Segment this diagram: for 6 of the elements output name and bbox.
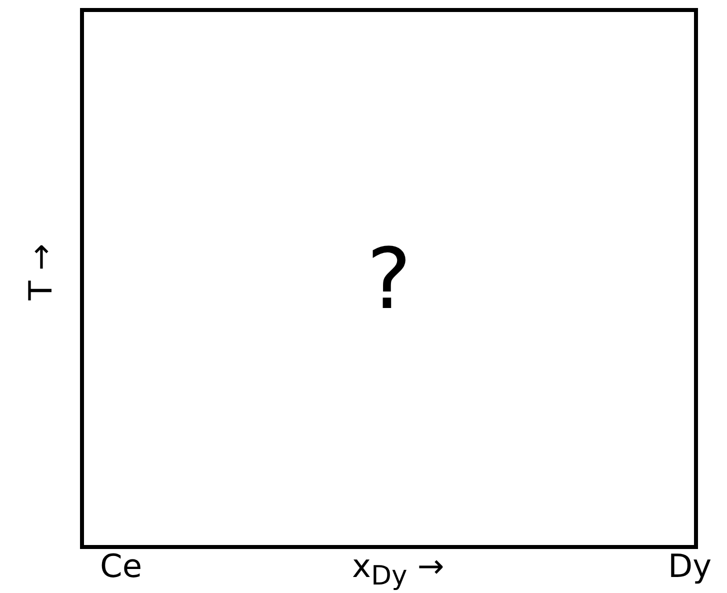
axis-end-label: Dy	[668, 550, 712, 582]
plot-frame	[80, 8, 698, 549]
x-axis-label: x$_{Dy}$ →	[352, 550, 444, 590]
axis-end-label: Ce	[100, 550, 142, 582]
question-mark-text: ?	[366, 236, 412, 320]
y-axis-label: T →	[24, 244, 56, 300]
